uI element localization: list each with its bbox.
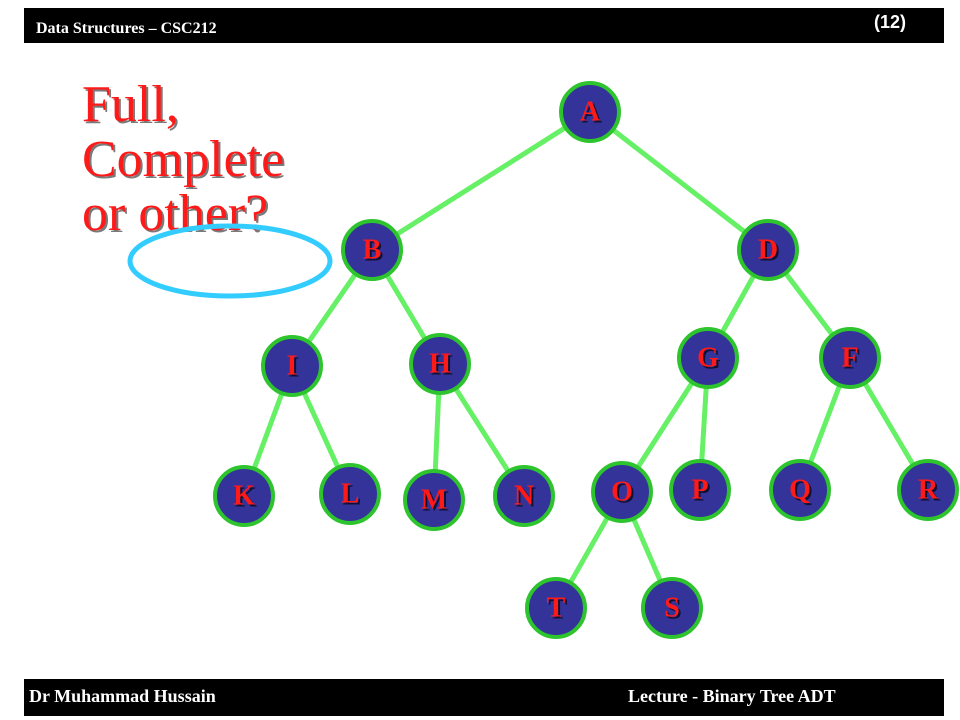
tree-node-s: SS (641, 577, 703, 639)
tree-node-h: HH (409, 333, 471, 395)
tree-node-circle (819, 327, 881, 389)
tree-node-circle (525, 577, 587, 639)
tree-edge-d-g (720, 274, 756, 334)
tree-edge-i-k (252, 392, 284, 470)
tree-node-circle (319, 463, 381, 525)
header-bar: Data Structures – CSC212 (12) (24, 8, 944, 43)
tree-node-label: B (363, 235, 382, 266)
tree-node-label-shadow: T (549, 595, 568, 626)
tree-node-circle (769, 459, 831, 521)
tree-node-label: A (580, 97, 601, 128)
tree-node-label: Q (789, 475, 811, 506)
tree-node-r: RR (897, 459, 959, 521)
tree-node-a: AA (559, 81, 621, 143)
tree-node-label-shadow: G (699, 345, 721, 376)
tree-node-label-shadow: R (920, 477, 941, 508)
tree-node-label-shadow: M (423, 487, 449, 518)
tree-node-label-shadow: A (582, 99, 603, 130)
tree-node-label-shadow: D (760, 237, 780, 268)
tree-edge-o-s (631, 517, 663, 583)
tree-node-o: OO (591, 461, 653, 523)
tree-node-q: QQ (769, 459, 831, 521)
tree-edge-g-p (699, 386, 709, 462)
tree-node-label-shadow: B (365, 237, 384, 268)
tree-node-label: D (758, 235, 778, 266)
tree-node-label: T (547, 593, 566, 624)
tree-node-label-shadow: O (613, 479, 635, 510)
tree-node-label: R (918, 475, 939, 506)
tree-node-circle (669, 459, 731, 521)
question-line-1: Full, (82, 76, 179, 133)
tree-edge-a-b (395, 126, 567, 236)
tree-node-circle (341, 219, 403, 281)
tree-node-circle (493, 465, 555, 527)
tree-node-label: N (514, 481, 534, 512)
tree-nodes: AA BB DD II HH GG FF KK LL MM NN OO PP QQ RR TT SS (213, 81, 959, 639)
tree-node-circle (737, 219, 799, 281)
tree-node-b: BB (341, 219, 403, 281)
tree-edge-h-m (432, 392, 442, 472)
author-name: Dr Muhammad Hussain (29, 686, 216, 706)
tree-node-k: KK (213, 465, 275, 527)
tree-node-label: P (691, 475, 708, 506)
tree-node-label: L (341, 479, 360, 510)
tree-edge-i-l (302, 391, 340, 469)
tree-node-label-shadow: I (289, 353, 300, 384)
tree-node-label-shadow: F (843, 345, 860, 376)
tree-edge-g-o (636, 381, 694, 469)
tree-node-i: II (261, 335, 323, 397)
tree-node-circle (591, 461, 653, 523)
tree-node-label-shadow: L (343, 481, 362, 512)
tree-node-label: G (697, 343, 719, 374)
tree-node-t: TT (525, 577, 587, 639)
tree-node-label-shadow: K (235, 483, 257, 514)
tree-node-label: O (611, 477, 633, 508)
tree-node-label-shadow: Q (791, 477, 813, 508)
tree-node-g: GG (677, 327, 739, 389)
tree-node-circle (409, 333, 471, 395)
tree-node-label: I (287, 351, 298, 382)
tree-node-l: LL (319, 463, 381, 525)
tree-edge-o-t (568, 516, 610, 584)
tree-node-f: FF (819, 327, 881, 389)
course-title: Data Structures – CSC212 (36, 20, 217, 37)
tree-node-label: M (421, 485, 447, 516)
tree-edge-f-q (808, 384, 842, 464)
tree-node-label-shadow: H (431, 351, 453, 382)
tree-edges (252, 126, 915, 584)
tree-edge-b-i (307, 273, 357, 343)
tree-node-label-shadow: S (666, 595, 682, 626)
tree-node-circle (897, 459, 959, 521)
tree-edge-h-n (454, 387, 510, 473)
tree-node-circle (403, 469, 465, 531)
highlight-ellipse (127, 223, 333, 299)
tree-node-n: NN (493, 465, 555, 527)
tree-node-label-shadow: N (516, 483, 536, 514)
question-text: Full, Complete or other? (82, 76, 285, 242)
tree-node-d: DD (737, 219, 799, 281)
tree-node-m: MM (403, 469, 465, 531)
tree-node-label: K (233, 481, 255, 512)
tree-node-circle (677, 327, 739, 389)
lecture-title: Lecture - Binary Tree ADT (628, 686, 836, 706)
tree-node-p: PP (669, 459, 731, 521)
question-line-2: Complete (82, 130, 285, 188)
tree-node-circle (261, 335, 323, 397)
tree-edge-f-r (863, 382, 915, 466)
tree-edge-b-h (385, 274, 427, 340)
tree-node-label-shadow: P (693, 477, 710, 508)
tree-edge-a-d (611, 128, 747, 234)
tree-node-label: S (664, 593, 680, 624)
tree-node-circle (213, 465, 275, 527)
tree-node-circle (559, 81, 621, 143)
tree-node-label: F (841, 343, 858, 374)
tree-node-label: H (429, 349, 451, 380)
slide-number: (12) (873, 12, 906, 32)
tree-node-circle (641, 577, 703, 639)
tree-edge-d-f (784, 272, 834, 336)
footer-bar: Dr Muhammad Hussain Lecture - Binary Tre… (24, 679, 944, 716)
